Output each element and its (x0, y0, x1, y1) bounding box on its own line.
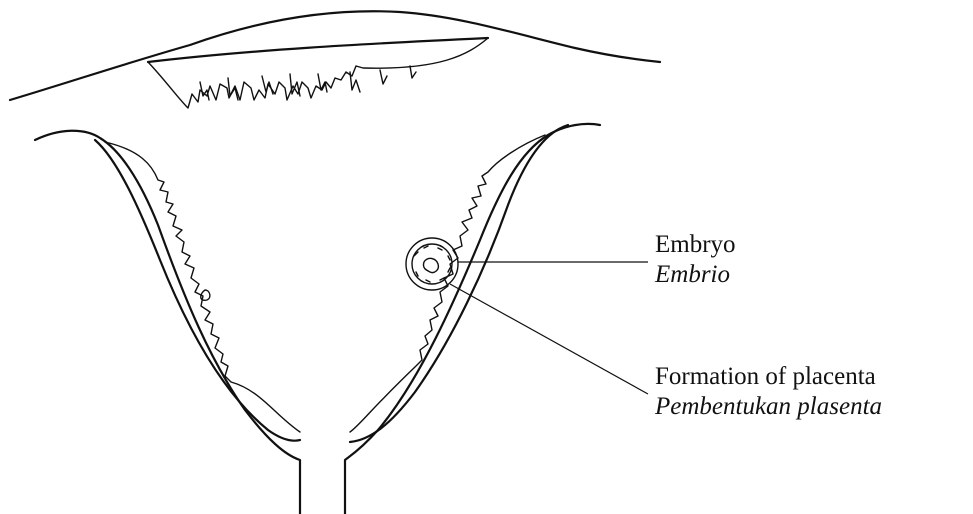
placenta-label-malay: Pembentukan plasenta (655, 392, 882, 422)
placenta-leader-line (450, 284, 648, 394)
placenta-label: Formation of placenta Pembentukan plasen… (655, 362, 882, 422)
embryo-label-malay: Embrio (655, 260, 736, 290)
embryo-label-english: Embryo (655, 230, 736, 260)
embryo-label: Embryo Embrio (655, 230, 736, 290)
upper-uterine-section (10, 11, 660, 108)
lower-uterine-body (35, 124, 600, 514)
placenta-label-english: Formation of placenta (655, 362, 882, 392)
